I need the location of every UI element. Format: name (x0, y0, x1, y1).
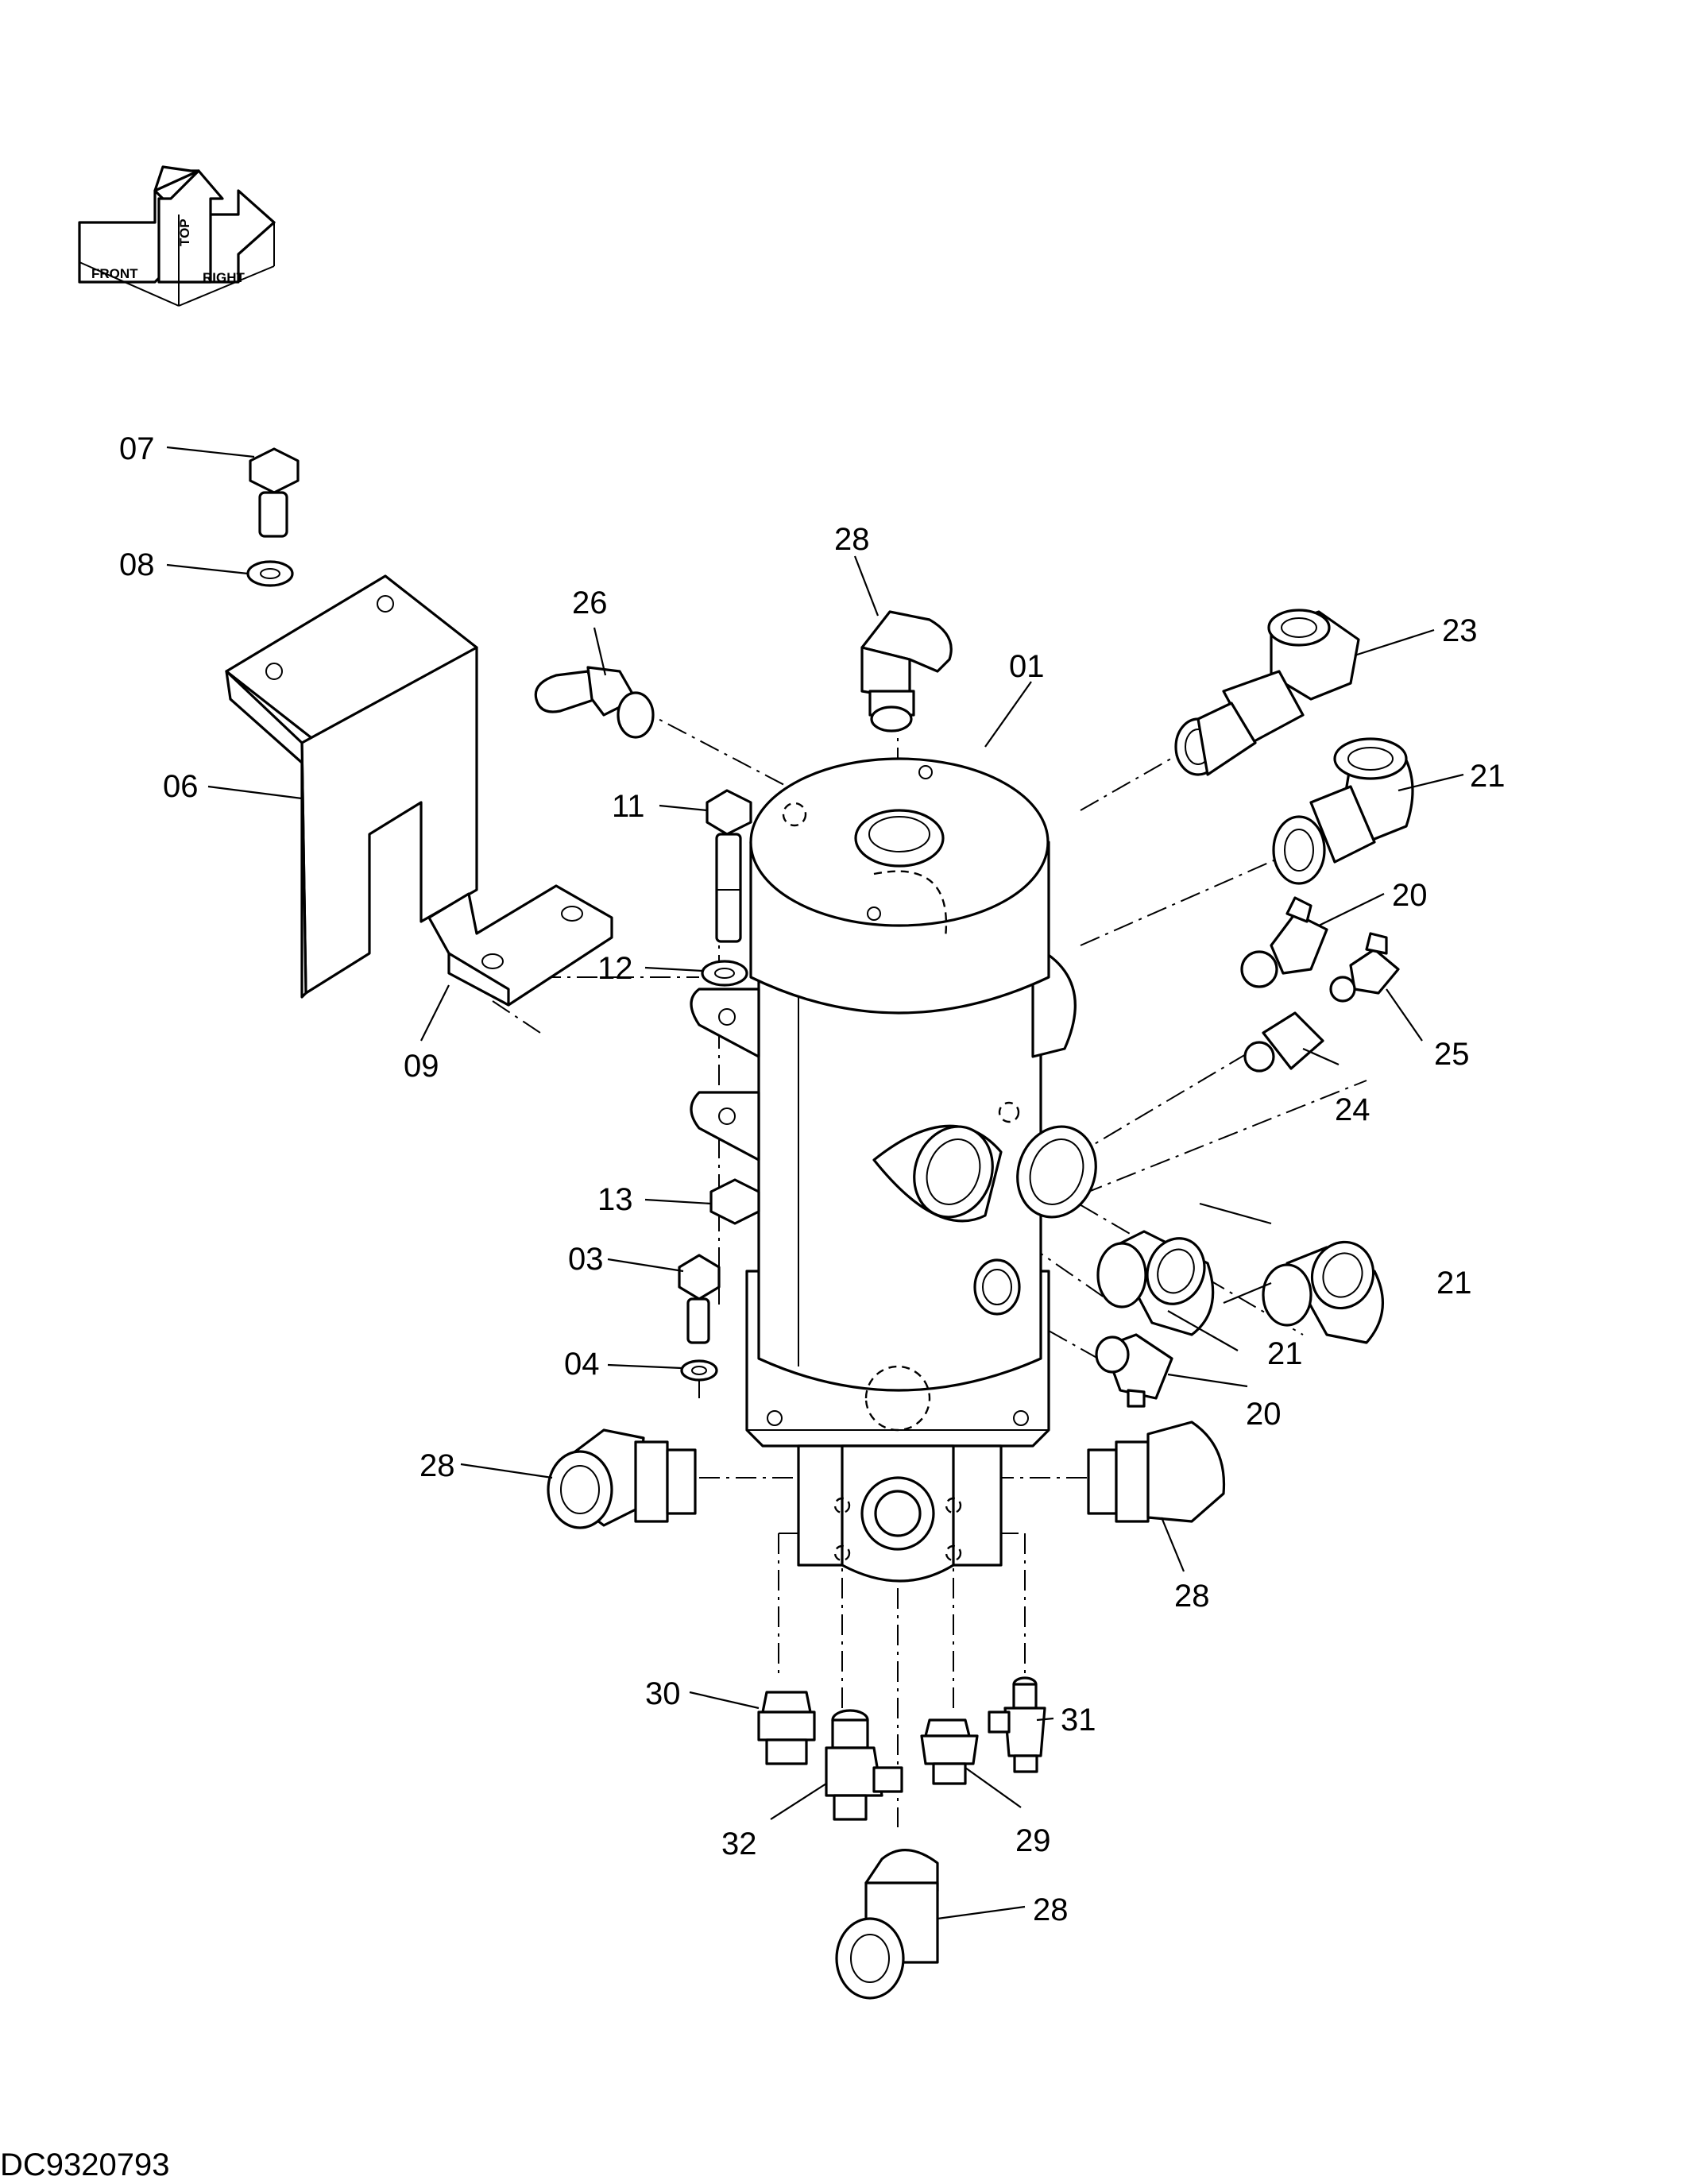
washer-04 (680, 1359, 718, 1382)
callout-30: 30 (645, 1676, 681, 1711)
callout-08: 08 (119, 547, 155, 582)
leader-lines (166, 446, 1464, 1920)
plate-09 (427, 884, 613, 1007)
callout-04: 04 (564, 1347, 600, 1382)
callout-28-top: 28 (834, 522, 870, 557)
callout-13: 13 (597, 1182, 633, 1217)
orientation-front-label: FRONT (91, 266, 138, 281)
callout-21-lower: 21 (1267, 1336, 1303, 1371)
washer-08 (246, 560, 294, 587)
callout-01: 01 (1009, 649, 1045, 684)
callout-20-lower: 20 (1246, 1397, 1282, 1432)
callout-labels: 07 08 06 09 11 12 13 03 04 28 26 01 23 2… (119, 431, 1506, 1927)
callout-11: 11 (612, 789, 645, 824)
fitting-24 (1243, 1011, 1324, 1073)
fitting-30 (757, 1691, 816, 1765)
elbow-fitting-21-lower-left (1096, 1230, 1215, 1336)
callout-28-right: 28 (1174, 1579, 1210, 1614)
tee-fitting-31 (988, 1676, 1046, 1773)
callout-28-left: 28 (419, 1448, 455, 1483)
elbow-fitting-21-upper (1272, 737, 1414, 885)
callout-28-bottom: 28 (1033, 1892, 1069, 1927)
elbow-fitting-28-left (547, 1428, 697, 1529)
callout-20-upper: 20 (1392, 878, 1428, 913)
tee-fitting-20-upper (1240, 896, 1328, 988)
callout-21-upper: 21 (1470, 759, 1506, 794)
orientation-right-label: RIGHT (203, 270, 245, 285)
bolt-03 (678, 1254, 721, 1344)
drawing-number: DC9320793 (0, 2147, 170, 2182)
callout-32: 32 (721, 1826, 757, 1861)
callout-12: 12 (597, 951, 633, 986)
callout-31: 31 (1061, 1703, 1096, 1738)
fitting-25 (1329, 932, 1400, 1003)
callout-09: 09 (404, 1049, 439, 1084)
orientation-top-label: TOP (177, 218, 192, 246)
callout-23: 23 (1442, 613, 1478, 648)
callout-06: 06 (163, 769, 199, 804)
bolt-07 (249, 447, 300, 538)
nut-13 (709, 1178, 760, 1225)
tee-fitting-20-lower (1095, 1333, 1173, 1408)
washer-12 (701, 960, 748, 987)
callout-21-right: 21 (1436, 1266, 1472, 1301)
callout-26: 26 (572, 586, 608, 620)
orientation-symbol: FRONT TOP RIGHT (78, 165, 276, 307)
fitting-29 (920, 1718, 979, 1785)
bolt-11 (706, 789, 752, 943)
callout-29: 29 (1015, 1823, 1051, 1858)
callout-24: 24 (1335, 1092, 1370, 1127)
elbow-fitting-28-bottom (835, 1849, 939, 2000)
elbow-fitting-28-top (860, 610, 953, 733)
elbow-fitting-28-right (1087, 1421, 1226, 1523)
callout-07: 07 (119, 431, 155, 466)
callout-25: 25 (1434, 1037, 1470, 1072)
tee-fitting-32 (825, 1709, 903, 1821)
elbow-fitting-23 (1174, 609, 1360, 776)
callout-03: 03 (568, 1242, 604, 1277)
elbow-fitting-26 (534, 666, 655, 739)
elbow-fitting-21-lower-right (1262, 1240, 1384, 1344)
bracket-06 (225, 574, 478, 999)
swivel-joint-body (690, 757, 1097, 1583)
